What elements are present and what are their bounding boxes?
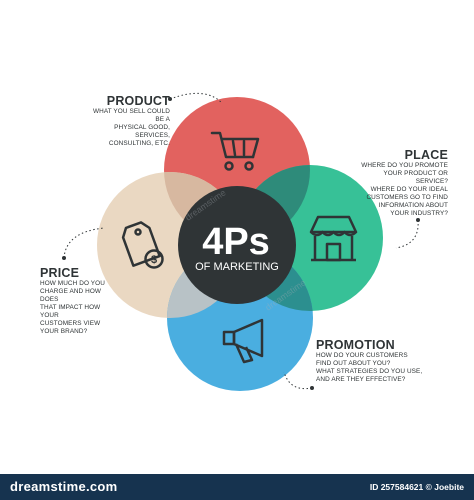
description-line: AND ARE THEY EFFECTIVE? <box>316 376 406 383</box>
description-line: CHARGE AND HOW DOES <box>40 288 102 303</box>
place-heading: PLACE <box>404 148 448 162</box>
description-line: WHERE DO YOUR IDEAL <box>370 186 448 193</box>
promotion-heading: PROMOTION <box>316 338 395 352</box>
price-heading: PRICE <box>40 266 80 280</box>
description-line: HOW MUCH DO YOU <box>40 280 105 287</box>
description-line: HOW DO YOUR CUSTOMERS <box>316 352 408 359</box>
price-label: PRICE HOW MUCH DO YOU CHARGE AND HOW DOE… <box>40 266 120 336</box>
promotion-connector <box>283 371 313 390</box>
footer-brand[interactable]: dreamstime.com <box>10 479 118 494</box>
product-description: WHAT YOU SELL COULD BE A PHYSICAL GOOD, … <box>84 108 170 148</box>
description-line: YOUR INDUSTRY? <box>390 210 448 217</box>
place-label: PLACE WHERE DO YOU PROMOTE YOUR PRODUCT … <box>352 148 448 218</box>
description-line: PHYSICAL GOOD, SERVICES, <box>114 124 170 139</box>
product-label: PRODUCT WHAT YOU SELL COULD BE A PHYSICA… <box>84 94 170 148</box>
description-line: CONSULTING, ETC. <box>108 140 170 147</box>
description-line: INFORMATION ABOUT <box>378 202 448 209</box>
description-line: THAT IMPACT HOW YOUR <box>40 304 101 319</box>
storefront-icon <box>309 215 358 262</box>
place-description: WHERE DO YOU PROMOTE YOUR PRODUCT OR SER… <box>352 162 448 218</box>
dollar-sign-icon: $ <box>151 254 157 266</box>
promotion-connector-dot <box>310 386 314 390</box>
description-line: CUSTOMERS VIEW <box>40 320 101 327</box>
shopping-cart-icon <box>210 131 260 171</box>
price-tag-icon <box>121 221 164 269</box>
description-line: CUSTOMERS GO TO FIND <box>366 194 448 201</box>
center-title: 4Ps <box>202 221 270 263</box>
description-line: YOUR BRAND? <box>40 328 88 335</box>
product-heading: PRODUCT <box>106 94 170 108</box>
price-description: HOW MUCH DO YOU CHARGE AND HOW DOES THAT… <box>40 280 120 336</box>
promotion-description: HOW DO YOUR CUSTOMERS FIND OUT ABOUT YOU… <box>316 352 426 384</box>
price-connector <box>63 227 105 259</box>
price-connector-dot <box>62 256 66 260</box>
footer-bar: dreamstime.com ID 257584621 © Joebite <box>0 474 474 500</box>
promotion-label: PROMOTION HOW DO YOUR CUSTOMERS FIND OUT… <box>316 338 426 384</box>
center-circle <box>178 186 296 304</box>
megaphone-icon <box>222 318 264 364</box>
description-line: YOUR PRODUCT OR SERVICE? <box>383 170 448 185</box>
place-connector <box>395 219 419 249</box>
image-id-credit: ID 257584621 © Joebite <box>369 482 464 492</box>
description-line: WHAT STRATEGIES DO YOU USE, <box>316 368 423 375</box>
center-subtitle: OF MARKETING <box>195 261 279 273</box>
place-connector-dot <box>416 218 420 222</box>
product-connector-dot <box>168 97 172 101</box>
description-line: FIND OUT ABOUT YOU? <box>316 360 391 367</box>
description-line: WHERE DO YOU PROMOTE <box>361 162 448 169</box>
description-line: WHAT YOU SELL COULD BE A <box>93 108 170 123</box>
